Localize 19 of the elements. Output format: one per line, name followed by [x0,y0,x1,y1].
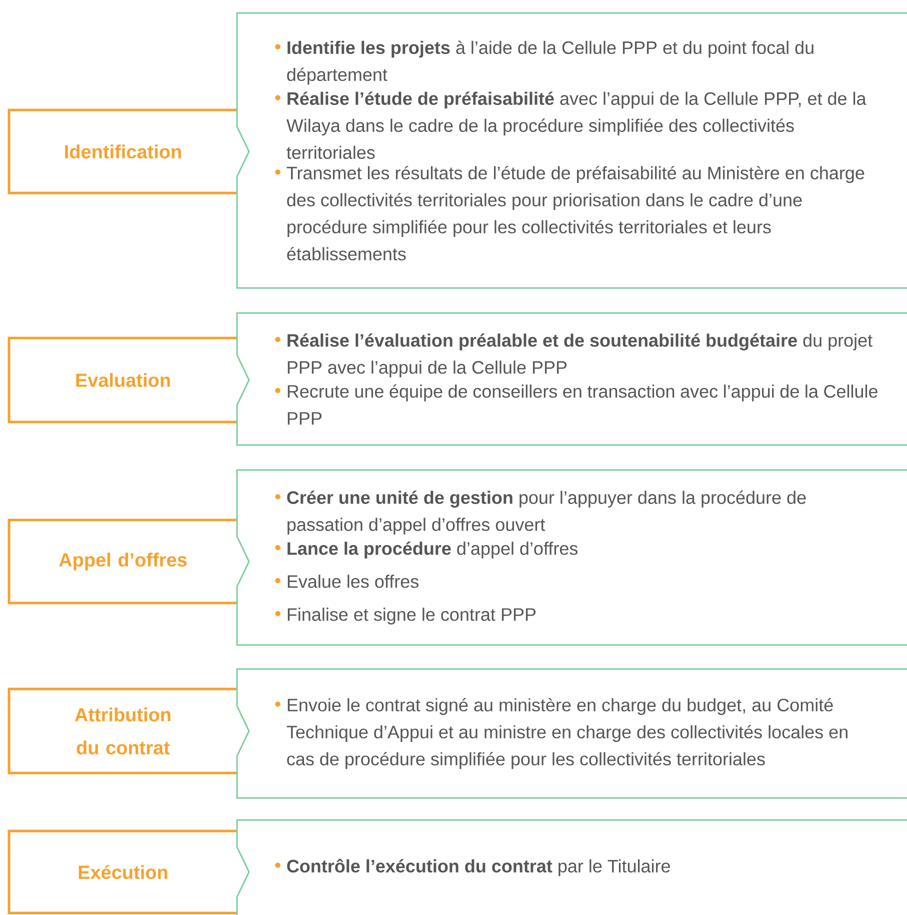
bullet-text: Contrôle l’exécution du contrat par le Titulaire [287,858,670,876]
bullet-text: Evalue les offres [288,574,418,588]
bullet-text: Recrute une équipe de conseillers en transaction avec l’appui de la Cellule PPP [288,384,878,425]
stage-box: Exécution [8,830,237,914]
bullet-text: Envoie le contrat signé au ministère en charge du budget, au Comité Technique d’Appui et au ministre en charge des collectivités locales en cas de procédure simplifiée pour les collectivités territoriales [286,698,848,769]
bullet-text: Lance la procédure d’appel d’offres [288,542,578,558]
description-panel [236,312,907,446]
bullet-text: Transmet les résultats de l’étude de préfaisabilité au Ministère en charge des collectivités territoriales pour priorisation dans le cadre d’une procédure simplifiée pour les collectivités territoriales et leurs établissements [286,166,864,260]
description-panel [236,469,907,646]
stage-box: Identification [8,108,237,194]
bullet-text: Réalise l’étude de préfaisabilité avec l’appui de la Cellule PPP, et de la Wilaya dans le cadre de la procédure simplifiée des collectivités territoriales [286,92,866,159]
stage-box: Attribution du contrat [8,688,237,774]
bullet-text: Finalise et signe le contrat PPP [288,608,536,624]
stage-box: Appel d’offres [8,518,237,604]
description-panel [236,819,907,915]
description-panel [236,668,907,799]
description-panel [236,12,907,289]
bullet-text: Réalise l’évaluation préalable et de soutenabilité budgétaire du projet PPP avec l’appui de la Cellule PPP [288,333,872,378]
stage-box: Evaluation [8,336,237,424]
